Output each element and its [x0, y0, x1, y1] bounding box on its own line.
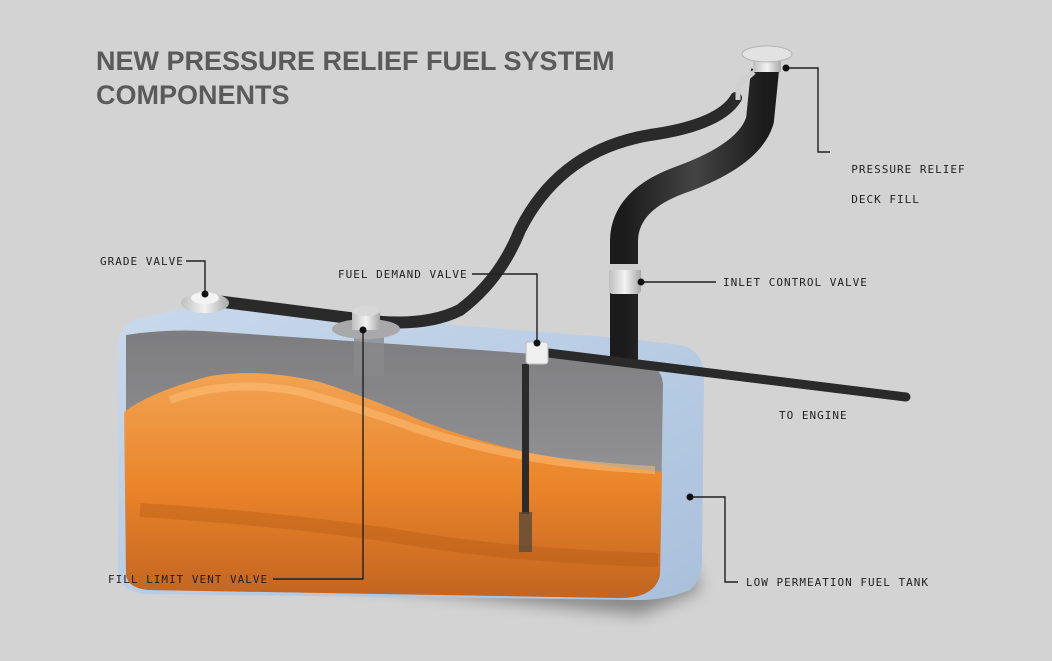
pressure-relief-deck-fill [741, 45, 793, 63]
fill-hose [610, 68, 779, 362]
label-pressure-relief-deck-fill-line-1: PRESSURE RELIEF [851, 163, 966, 176]
leader-fill-limit-vent-valve [273, 330, 364, 580]
fuel-lower-band [139, 503, 659, 567]
leader-fuel-demand-valve [472, 273, 538, 342]
fuel-surface-highlight [168, 382, 656, 474]
label-inlet-control-valve: INLET CONTROL VALVE [723, 276, 868, 289]
deck-fill-vent-elbow [735, 70, 756, 100]
marker-fuel-demand-valve [533, 339, 541, 347]
leader-grade-valve [186, 260, 206, 294]
title-line-2: COMPONENTS [96, 80, 290, 110]
leader-deck-fill [786, 67, 830, 153]
marker-fill-limit-vent-valve [359, 326, 367, 334]
label-low-permeation-fuel-tank: LOW PERMEATION FUEL TANK [746, 576, 929, 589]
fill-limit-vent-valve-body [354, 336, 384, 376]
label-to-engine: TO ENGINE [779, 409, 848, 422]
fuel-pickup-tube [522, 364, 529, 514]
fuel-pickup-strainer [519, 512, 532, 552]
marker-inlet-control-valve [637, 278, 645, 286]
vent-hose [202, 92, 742, 329]
fill-limit-vent-valve-cap-top [352, 306, 380, 316]
marker-grade-valve [201, 290, 209, 298]
label-pressure-relief-deck-fill: PRESSURE RELIEF DECK FILL [836, 147, 966, 207]
label-grade-valve: GRADE VALVE [100, 255, 184, 268]
leader-fuel-tank [690, 496, 738, 583]
engine-feed-hose [535, 347, 911, 402]
label-pressure-relief-deck-fill-line-2: DECK FILL [851, 193, 920, 206]
diagram-title: NEW PRESSURE RELIEF FUEL SYSTEM COMPONEN… [96, 44, 615, 112]
inlet-control-valve-ring [607, 264, 643, 270]
inlet-control-valve [609, 264, 641, 294]
marker-fuel-tank [686, 493, 694, 501]
label-fuel-demand-valve: FUEL DEMAND VALVE [338, 268, 468, 281]
grade-valve-top [191, 292, 219, 304]
title-line-1: NEW PRESSURE RELIEF FUEL SYSTEM [96, 46, 615, 76]
marker-deck-fill [782, 64, 790, 72]
label-fill-limit-vent-valve: FILL LIMIT VENT VALVE [108, 573, 269, 586]
